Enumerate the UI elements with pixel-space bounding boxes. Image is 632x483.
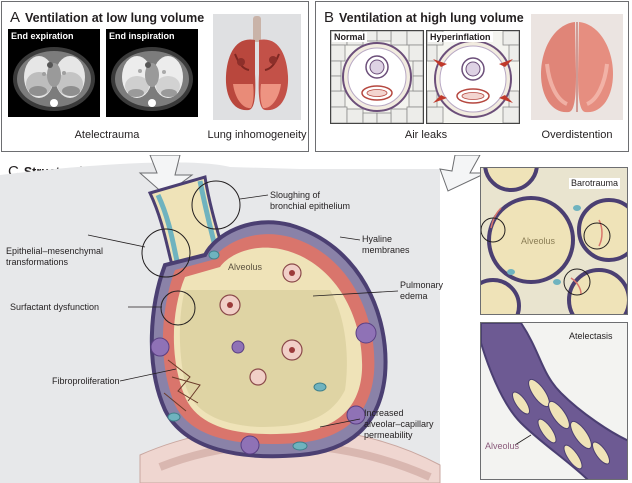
label-alveolus-main: Alveolus (228, 262, 263, 272)
panel-c-letter: C (8, 163, 19, 180)
panel-c: CStructural consequences (0, 155, 632, 483)
panel-b: B Ventilation at high lung volume Normal (315, 1, 629, 152)
panel-b-title-text: Ventilation at high lung volume (339, 11, 524, 25)
lung-photo-overdistended (531, 14, 623, 120)
caption-air-leaks: Air leaks (404, 129, 448, 141)
normal-label: Normal (332, 32, 368, 42)
label-edema: Pulmonary edema (400, 280, 444, 301)
label-hyaline: Hyaline membranes (362, 234, 410, 255)
lung-photo-inhomogeneous (213, 14, 301, 120)
caption-lung-inhomogeneity: Lung inhomogeneity (207, 129, 307, 141)
ct-end-expiration-label: End expiration (11, 31, 74, 41)
inset-barotrauma: Barotrauma Alveolus (480, 167, 628, 315)
hyperinflation-label: Hyperinflation (428, 32, 493, 42)
label-permeability: Increased alveolar–capillary permeabilit… (364, 408, 434, 440)
inset-atelectasis: Atelectasis Alveolus (480, 322, 628, 480)
barotrauma-title: Barotrauma (569, 178, 621, 189)
ct-end-inspiration-label: End inspiration (109, 31, 175, 41)
atelectasis-alveolus-label: Alveolus (485, 441, 520, 451)
label-surfactant: Surfactant dysfunction (10, 302, 100, 312)
alveolus-illustration (0, 155, 487, 483)
caption-overdistention: Overdistention (541, 129, 613, 141)
ct-end-inspiration: End inspiration (106, 29, 198, 117)
atelectasis-title: Atelectasis (569, 331, 613, 341)
panel-a-title: A Ventilation at low lung volume (10, 9, 204, 27)
label-sloughing: Sloughing of bronchial epithelium (270, 190, 351, 211)
schematic-normal: Normal (330, 30, 424, 124)
caption-atelectrauma: Atelectrauma (74, 129, 140, 141)
panel-b-title: B Ventilation at high lung volume (324, 9, 524, 27)
panel-b-letter: B (324, 9, 335, 26)
ct-end-expiration: End expiration (8, 29, 100, 117)
schematic-hyperinflation: Hyperinflation (426, 30, 520, 124)
barotrauma-alveolus-label: Alveolus (521, 236, 556, 246)
panel-a-title-text: Ventilation at low lung volume (25, 11, 205, 25)
panel-a: A Ventilation at low lung volume End expi… (1, 1, 309, 152)
panel-a-letter: A (10, 9, 21, 26)
label-emt: Epithelial–mesenchymal transformations (6, 246, 104, 267)
label-fibro: Fibroproliferation (52, 376, 120, 386)
